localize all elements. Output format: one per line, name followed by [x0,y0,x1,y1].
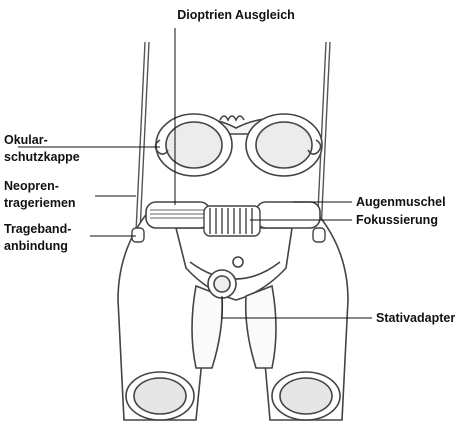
label-neopren-line2: trageriemen [4,196,76,210]
label-augenmuschel: Augenmuschel [356,195,446,209]
label-neopren-line1: Neopren- [4,179,59,193]
label-stativadapter: Stativadapter [376,311,455,325]
label-okular-line1: Okular- [4,133,48,147]
label-trageband-line2: anbindung [4,239,68,253]
focus-wheel [204,206,260,236]
label-fokussierung: Fokussierung [356,213,438,227]
label-dioptrien: Dioptrien Ausgleich [177,8,295,22]
binocular-body [118,212,348,420]
label-okular-line2: schutzkappe [4,150,80,164]
label-trageband-line1: Trageband- [4,222,71,236]
eyepiece-cap [155,114,322,176]
